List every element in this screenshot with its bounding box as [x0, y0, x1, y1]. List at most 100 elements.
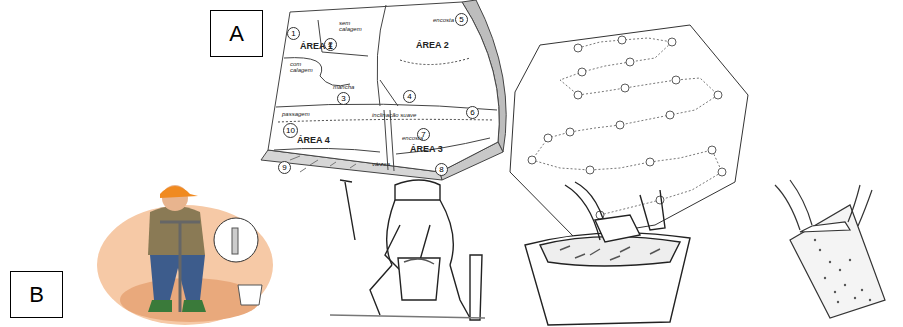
node-text: 5 — [459, 16, 463, 24]
illustration-part — [160, 186, 198, 198]
illustration-part — [400, 58, 470, 65]
illustration-part — [340, 180, 355, 240]
illustration-part — [869, 299, 871, 301]
node-text: 1 — [291, 30, 295, 38]
field-note: inclinação suave — [372, 112, 416, 118]
callout-number: 3 — [337, 92, 350, 105]
callout-number: 5 — [455, 13, 468, 26]
illustration-part — [814, 239, 816, 241]
illustration-part — [404, 259, 434, 264]
illustration-part — [377, 5, 386, 106]
illustration-part — [814, 239, 871, 303]
illustration-part — [398, 258, 440, 300]
illustration-part — [179, 222, 182, 312]
auger-sampler — [97, 185, 273, 325]
illustration-part — [160, 221, 200, 224]
illustration-part — [646, 158, 654, 166]
illustration-part — [672, 76, 680, 84]
illustration-part — [544, 134, 552, 142]
illustration-part — [148, 206, 205, 255]
illustration-part — [618, 36, 626, 44]
illustration-part — [656, 196, 664, 204]
illustration-part — [150, 255, 205, 300]
illustration-part — [528, 36, 726, 219]
illustration-part — [578, 68, 586, 76]
illustration-part — [510, 25, 748, 238]
illustration-part — [790, 205, 885, 318]
illustration-part — [278, 119, 494, 122]
illustration-part — [640, 190, 665, 230]
callout-number: 9 — [278, 161, 291, 174]
sampling-polygon — [510, 25, 748, 238]
callout-number: 1 — [287, 27, 300, 40]
panel-letter: B — [10, 271, 63, 318]
illustration-part — [837, 301, 839, 303]
illustration-part — [829, 261, 831, 263]
node-text: 4 — [407, 93, 411, 101]
illustration-part — [284, 58, 350, 86]
field-note: encosta — [402, 135, 423, 141]
illustration-part — [626, 58, 634, 66]
illustration-part — [290, 156, 356, 172]
illustration-part — [525, 233, 690, 325]
field-note: encosta — [433, 17, 454, 23]
field-note: mancha — [333, 84, 354, 90]
illustration-part — [839, 269, 841, 271]
illustration-part — [861, 289, 863, 291]
field-block — [261, 0, 506, 180]
illustration-part — [574, 91, 582, 99]
illustration-part — [714, 91, 722, 99]
spade-sampler — [330, 180, 485, 320]
illustration-part — [470, 255, 482, 320]
illustration-part — [232, 228, 238, 254]
node-text: 10 — [286, 127, 295, 135]
node-text: 8 — [439, 166, 443, 174]
illustration-part — [849, 259, 851, 261]
field-note: sem calagem — [339, 20, 369, 33]
illustration-part — [775, 180, 812, 230]
illustration-part — [848, 185, 872, 226]
node-text: A — [229, 21, 244, 47]
node-text: 6 — [470, 109, 474, 117]
illustration-part — [718, 168, 726, 176]
illustration-part — [708, 146, 716, 154]
illustration-part — [800, 222, 850, 232]
illustration-part — [532, 38, 722, 215]
mixing-bucket — [525, 182, 690, 325]
area-label: ÁREA 4 — [297, 136, 330, 145]
callout-number: 8 — [435, 163, 448, 176]
illustration-part — [380, 80, 398, 106]
illustration-part — [586, 166, 594, 174]
area-label: ÁREA 3 — [410, 145, 443, 154]
illustration-part — [276, 104, 497, 110]
illustration-part — [238, 285, 262, 305]
illustration-part — [574, 44, 582, 52]
node-text: 9 — [282, 164, 286, 172]
illustration-part — [844, 284, 846, 286]
callout-number: 6 — [466, 106, 479, 119]
area-label: ÁREA 2 — [416, 41, 449, 50]
area-label: ÁREA 1 — [300, 42, 333, 51]
illustration-part — [819, 249, 821, 251]
illustration-part — [268, 2, 499, 172]
illustration-part — [566, 128, 574, 136]
illustration-part — [834, 291, 836, 293]
node-text: 3 — [341, 95, 345, 103]
sample-bag — [775, 180, 885, 318]
panel-letter: A — [210, 10, 263, 57]
illustration-part — [330, 315, 485, 318]
illustration-part — [854, 297, 856, 299]
field-note: várzea — [372, 161, 390, 167]
illustration-part — [214, 218, 258, 262]
illustration-part — [274, 148, 380, 152]
illustration-part — [560, 246, 660, 260]
illustration-part — [528, 156, 536, 164]
field-note: passagem — [282, 111, 310, 117]
illustration-part — [97, 205, 273, 325]
illustration-part — [148, 300, 206, 312]
illustration-part — [616, 121, 624, 129]
node-text: B — [29, 282, 44, 308]
callout-number: 4 — [403, 90, 416, 103]
